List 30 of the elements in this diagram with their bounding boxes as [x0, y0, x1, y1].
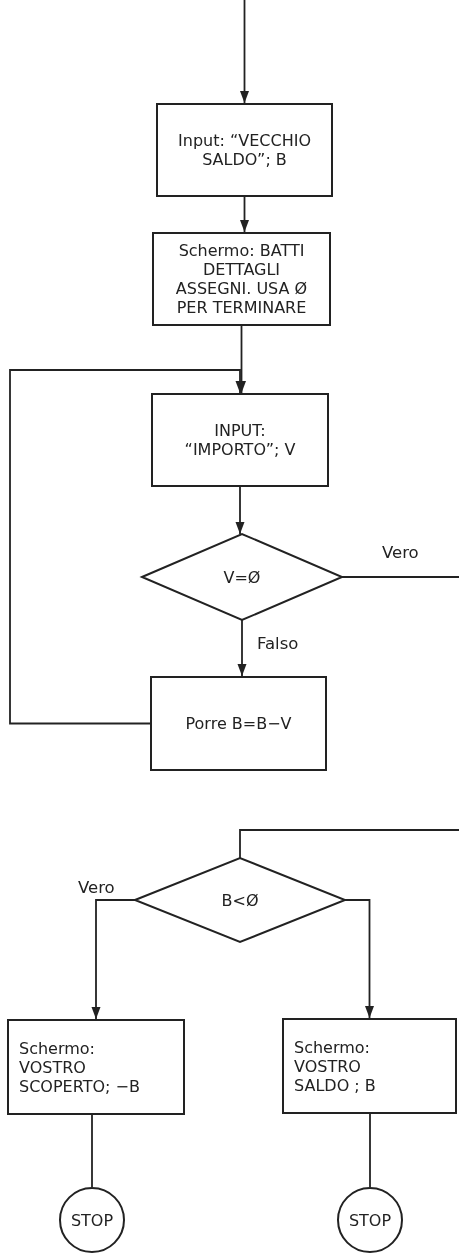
connector-line — [369, 1113, 371, 1188]
arrow — [237, 619, 247, 677]
arrow — [240, 196, 249, 233]
connector-line — [91, 1114, 93, 1188]
decision-diamond — [135, 858, 345, 942]
arrow — [344, 899, 374, 1019]
node-text: B<Ø — [221, 890, 259, 910]
process-box — [150, 676, 327, 771]
node-text: STOP — [70, 1210, 114, 1230]
terminal-circle — [337, 1187, 403, 1253]
arrow — [240, 0, 249, 104]
node-text: Schermo: VOSTRO SCOPERTO; −B — [19, 1038, 141, 1096]
node-text: Porre B=B−V — [185, 714, 292, 733]
process-box — [151, 393, 329, 487]
node-text: Schermo: BATTI DETTAGLI ASSEGNI. USA Ø PER TERMINARE — [174, 241, 309, 317]
node-text: Input: “VECCHIO SALDO”; B — [177, 131, 312, 169]
arrow — [91, 899, 136, 1020]
node-text: INPUT: “IMPORTO”; V — [183, 421, 297, 459]
decision-diamond — [142, 534, 342, 620]
process-box — [156, 103, 333, 197]
connector-line — [239, 829, 459, 859]
node-text: Schermo: VOSTRO SALDO ; B — [294, 1037, 377, 1095]
connector-line — [341, 576, 459, 578]
arrow — [235, 486, 245, 535]
process-box — [282, 1018, 457, 1114]
node-text: STOP — [348, 1210, 392, 1230]
process-box — [7, 1019, 185, 1115]
process-box — [152, 232, 331, 326]
node-text: V=Ø — [223, 567, 261, 587]
terminal-circle — [59, 1187, 125, 1253]
